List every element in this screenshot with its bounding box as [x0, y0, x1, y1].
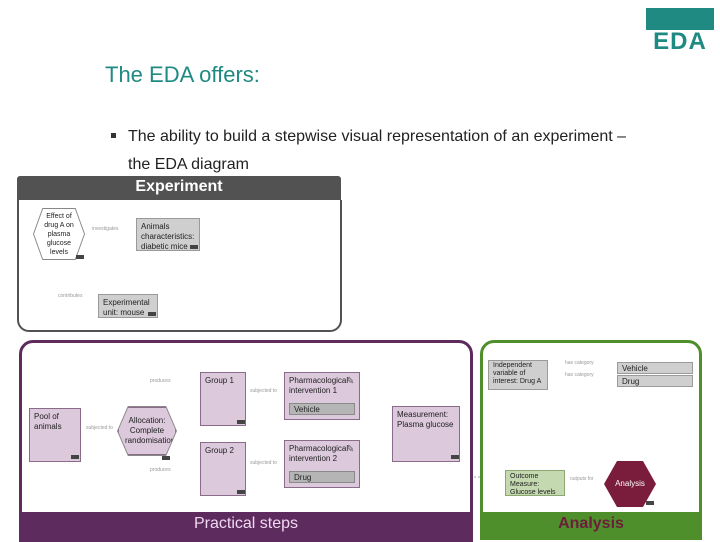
node-tag-icon	[148, 312, 156, 316]
practical-steps-footer: Practical steps	[19, 512, 473, 540]
analysis-title: Analysis	[558, 515, 624, 532]
group-2-node[interactable]: Group 2	[200, 442, 246, 496]
pharmacology-icon: ✎	[346, 444, 355, 455]
node-tag-icon	[237, 420, 245, 424]
slide-title: The EDA offers:	[105, 62, 260, 87]
outcome-measure-node[interactable]: Outcome Measure: Glucose levels	[505, 470, 565, 496]
node-tag-icon	[162, 456, 170, 460]
bullet-text: The ability to build a stepwise visual r…	[128, 128, 627, 173]
edge-label-contributes: contributes	[58, 293, 83, 299]
category-drug-node[interactable]: Drug	[617, 375, 693, 387]
bullet-icon	[111, 133, 116, 138]
pool-of-animals-node[interactable]: Pool of animals	[29, 408, 81, 462]
intervention-2-label: Pharmacological intervention 2	[289, 444, 349, 463]
edge-label-subjected: subjected to	[250, 388, 277, 394]
edge-label-subjected: subjected to	[250, 460, 277, 466]
experimental-unit-node[interactable]: Experimental unit: mouse	[98, 294, 158, 318]
intervention-1-label: Pharmacological intervention 1	[289, 376, 349, 395]
vehicle-badge: Vehicle	[289, 403, 355, 415]
group-1-node[interactable]: Group 1	[200, 372, 246, 426]
edge-label-outputs: outputs for	[570, 476, 594, 482]
independent-variable-node[interactable]: Independent variable of interest: Drug A	[488, 360, 548, 390]
measurement-node[interactable]: Measurement: Plasma glucose	[392, 406, 460, 462]
pharmacology-icon: ✎	[346, 376, 355, 387]
category-vehicle-node[interactable]: Vehicle	[617, 362, 693, 374]
edge-label-subjected: subjected to	[86, 425, 113, 431]
eda-logo: EDA	[646, 8, 714, 54]
edge-label-category: has category	[565, 360, 594, 366]
node-tag-icon	[237, 490, 245, 494]
node-tag-icon	[451, 455, 459, 459]
node-tag-icon	[76, 255, 84, 259]
edge-label-investigates: investigates	[92, 226, 119, 232]
analysis-node[interactable]: Analysis	[604, 461, 656, 507]
edge-label-produces: produces	[150, 378, 171, 384]
node-tag-icon	[646, 501, 654, 505]
allocation-node[interactable]: Allocation: Complete randomisation	[118, 407, 176, 455]
experiment-title: Experiment	[135, 178, 223, 195]
edge-label-category: has category	[565, 372, 594, 378]
practical-steps-title: Practical steps	[193, 515, 299, 532]
experiment-panel-header: Experiment	[17, 176, 341, 200]
node-tag-icon	[190, 245, 198, 249]
intervention-1-node[interactable]: Pharmacological intervention 1 Vehicle	[284, 372, 360, 420]
drug-badge: Drug	[289, 471, 355, 483]
animals-characteristics-node[interactable]: Animals characteristics: diabetic mice	[136, 218, 200, 251]
edge-label-produces: produces	[150, 467, 171, 473]
analysis-footer: Analysis	[480, 512, 702, 540]
hypothesis-node[interactable]: Effect of drug A on plasma glucose level…	[34, 209, 84, 259]
logo-text: EDA	[653, 28, 707, 55]
intervention-2-node[interactable]: Pharmacological intervention 2 Drug	[284, 440, 360, 488]
node-tag-icon	[71, 455, 79, 459]
